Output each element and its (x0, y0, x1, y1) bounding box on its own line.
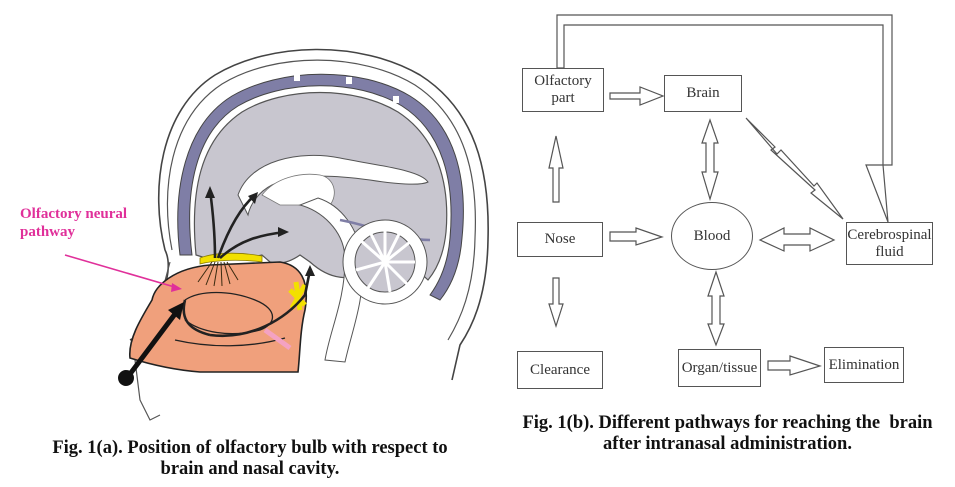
node-olfactory-part-line-1: Olfactory (534, 73, 592, 89)
figure-a-caption: Fig. 1(a). Position of olfactory bulb wi… (20, 438, 480, 480)
node-blood: Blood (671, 202, 753, 270)
node-olfactory-part: Olfactory part (522, 68, 604, 112)
caption-a-line-2: brain and nasal cavity. (160, 459, 340, 479)
figure-a-panel: Olfactory neural pathway Fig. 1(a). Posi… (20, 48, 489, 480)
caption-b-line-1: Fig. 1(b). Different pathways for reachi… (522, 413, 933, 433)
figure-b-caption: Fig. 1(b). Different pathways for reachi… (500, 413, 955, 455)
head-sagittal-illustration (64, 48, 489, 421)
annotation-olfactory-neural-pathway: Olfactory neural pathway (20, 205, 127, 241)
olfactory-nerve-fibers (197, 261, 239, 287)
arrow-brain-blood (701, 118, 719, 202)
annotation-line-2: pathway (20, 224, 76, 240)
cerebellum (342, 219, 428, 305)
meninges-band (177, 73, 464, 301)
node-olfactory-part-line-2: part (551, 90, 575, 106)
annotation-pointer (64, 254, 179, 289)
node-csf-line-1: Cerebrospinal (847, 226, 932, 243)
trigeminal-marker (288, 281, 308, 311)
node-clearance: Clearance (517, 351, 603, 389)
arrow-olfactory-to-csf (556, 14, 893, 223)
figure-b-panel: Olfactory part Brain Nose Blood Cerebros… (500, 0, 955, 487)
node-elimination: Elimination (824, 347, 904, 383)
annotation-line-1: Olfactory neural (20, 206, 128, 222)
arrow-brain-csf (745, 117, 844, 220)
node-organ-tissue: Organ/tissue (678, 349, 761, 387)
arrow-olfactory-to-brain (609, 86, 665, 106)
arrow-blood-csf (758, 227, 836, 252)
node-cerebrospinal-fluid: Cerebrospinal fluid (846, 222, 933, 265)
arrow-nose-to-olfactory (548, 135, 564, 203)
dropper-arrow (125, 308, 180, 380)
arrow-nose-to-clearance (548, 277, 564, 328)
node-nose: Nose (517, 222, 603, 257)
brainstem (298, 197, 363, 363)
pathway-arrows-layer (548, 14, 893, 376)
node-csf-line-2: fluid (875, 243, 904, 260)
arrow-organ-to-elimination (767, 355, 822, 376)
caption-b-line-2: after intranasal administration. (603, 434, 852, 454)
node-brain: Brain (664, 75, 742, 112)
caption-a-line-1: Fig. 1(a). Position of olfactory bulb wi… (52, 438, 448, 458)
dropper-bulb (118, 370, 134, 386)
arrow-blood-organ (707, 270, 725, 347)
arrow-nose-to-blood (609, 227, 664, 246)
